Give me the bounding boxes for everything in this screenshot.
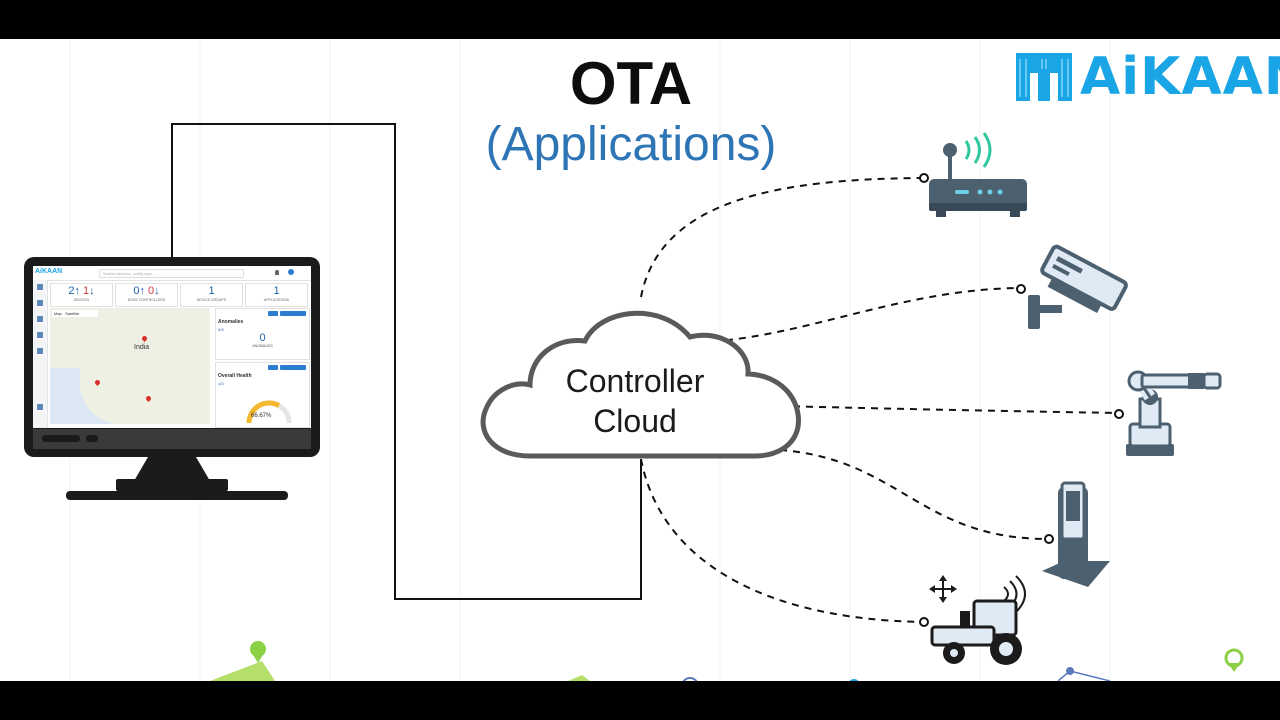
dashboard-header: AiKAAN Search devices, config type... — [33, 266, 311, 281]
map-country-label: India — [134, 344, 150, 351]
robotic-arm-icon — [1126, 370, 1222, 456]
stat-devices-bad: 1 — [83, 285, 90, 297]
stat-apps-label: Applications — [263, 298, 290, 302]
stat-devices-ok: 2 — [68, 285, 75, 297]
info-button[interactable] — [268, 365, 278, 370]
overall-health-percent: 66.67% — [251, 413, 272, 419]
overall-health-count: 1/3 — [218, 381, 224, 386]
link-tractor — [640, 458, 923, 623]
detailed-view-button[interactable] — [280, 311, 306, 316]
overall-health-title: Overall Health — [218, 373, 252, 379]
cctv-camera-icon — [1028, 244, 1128, 329]
slide-subtitle: (Applications) — [485, 118, 777, 171]
stat-device-groups[interactable]: 1 Device Groups — [180, 283, 243, 307]
logo-text: AiKAAN — [1080, 47, 1280, 107]
cloud-label-line1: Controller — [565, 363, 705, 399]
letterbox-top — [0, 0, 1280, 39]
slide: OTA (Applications) AiKAAN Controller Clo… — [0, 39, 1280, 681]
smart-tractor-icon — [929, 575, 1026, 665]
decorative-bottom-elements — [210, 641, 1244, 681]
letterbox-bottom — [0, 681, 1280, 720]
health-gauge-fill — [246, 400, 281, 424]
stat-devices-label: Devices — [73, 298, 90, 302]
sidebar-groups-icon[interactable] — [37, 316, 43, 322]
kiosk-icon — [1042, 481, 1110, 587]
dashboard-logo: AiKAAN — [35, 268, 63, 275]
stat-applications[interactable]: 1 Applications — [245, 283, 308, 307]
stat-edge-controllers[interactable]: 0↑ 0↓ Edge Controllers — [115, 283, 178, 307]
dashboard-search-input[interactable]: Search devices, config type... — [99, 269, 244, 278]
avatar[interactable] — [288, 269, 294, 275]
stat-groups-value: 1 — [208, 285, 215, 297]
sidebar-info-icon[interactable] — [37, 404, 43, 410]
stat-devices[interactable]: 2↑ 1↓ Devices — [50, 283, 113, 307]
logo-mark-icon — [1016, 53, 1072, 101]
stat-edge-ok: 0 — [133, 285, 140, 297]
link-kiosk — [779, 449, 1049, 540]
dashboard-sidebar — [33, 280, 48, 428]
tab-satellite[interactable]: Satellite — [65, 311, 80, 316]
info-button[interactable] — [268, 311, 278, 316]
device-links — [640, 177, 1119, 623]
anomalies-value: 0 — [259, 332, 266, 344]
sidebar-dashboard-icon[interactable] — [37, 284, 43, 290]
monitor-cloud-connector — [171, 123, 642, 600]
anomalies-panel: Anomalies 0/3 0 ANOMALIES — [215, 308, 310, 360]
tab-map[interactable]: Map — [54, 311, 62, 316]
anomalies-label: ANOMALIES — [252, 344, 273, 348]
sidebar-devices-icon[interactable] — [37, 300, 43, 306]
link-camera — [699, 287, 1021, 343]
stat-edge-label: Edge Controllers — [127, 298, 166, 302]
sidebar-alerts-icon[interactable] — [37, 348, 43, 354]
anomalies-count: 0/3 — [218, 327, 224, 332]
link-robot-arm — [779, 405, 1119, 414]
sidebar-apps-icon[interactable] — [37, 332, 43, 338]
bell-icon[interactable] — [275, 270, 279, 275]
map-type-tabs[interactable]: Map Satellite — [52, 310, 98, 317]
stat-edge-bad: 0 — [148, 285, 155, 297]
cloud-label: Controller Cloud — [520, 361, 750, 441]
stat-apps-value: 1 — [273, 285, 280, 297]
aikaan-logo: AiKAAN — [1012, 45, 1280, 107]
cloud-label-line2: Cloud — [593, 403, 677, 439]
link-router — [640, 177, 923, 298]
link-endpoints — [919, 173, 1124, 627]
router-icon — [929, 132, 1027, 217]
anomalies-title: Anomalies — [218, 319, 244, 325]
dashboard-map[interactable]: Map Satellite India — [50, 308, 210, 424]
stat-groups-label: Device Groups — [196, 298, 227, 302]
dashboard-screen: AiKAAN Search devices, config type... 2↑… — [33, 266, 311, 428]
slide-title: OTA — [569, 50, 693, 117]
health-gauge — [246, 400, 292, 424]
cloud-icon — [480, 310, 801, 459]
detailed-view-button[interactable] — [280, 365, 306, 370]
overall-health-panel: Overall Health 1/3 — [215, 362, 310, 428]
